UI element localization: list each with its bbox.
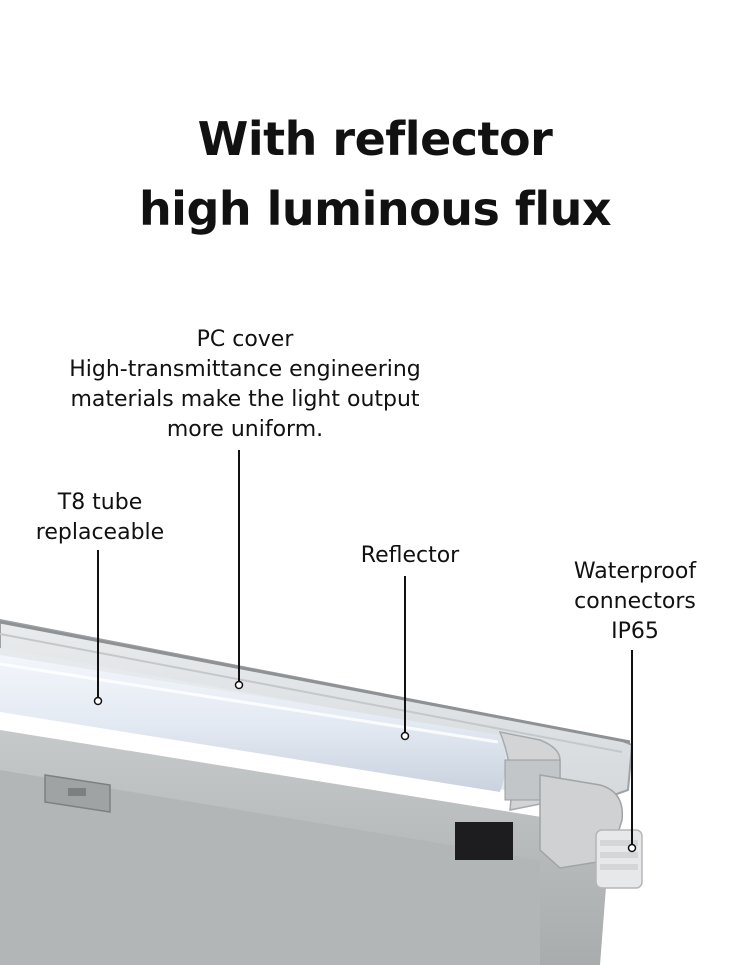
pc-cover-dot (234, 680, 244, 690)
t8-tube-title: T8 tube (57, 490, 143, 515)
t8-tube-desc: replaceable (35, 520, 165, 545)
waterproof-desc: connectors (574, 589, 696, 614)
leader-dots (93, 680, 637, 853)
leader-lines (97, 450, 633, 848)
reflector-dot (400, 731, 410, 741)
bracket-slot (68, 788, 86, 796)
pc-cover-callout: PC cover High-transmittance engineering … (40, 325, 450, 445)
tube-highlight (0, 662, 499, 744)
waterproof-rating: IP65 (611, 619, 659, 644)
waterproof-dot (627, 843, 637, 853)
reflector-title: Reflector (360, 543, 460, 568)
cover-rim (0, 620, 631, 744)
pc-cover-desc-line-2: materials make the light output (70, 387, 420, 412)
t8-tube (0, 655, 506, 792)
t8-tube-callout: T8 tube replaceable (20, 488, 180, 548)
reflector-callout: Reflector (340, 541, 480, 571)
headline-line-2: high luminous flux (138, 182, 612, 236)
pc-cover-desc-line-1: High-transmittance engineering (69, 357, 421, 382)
headline-line-1: With reflector (197, 112, 553, 166)
t8-tube-dot (93, 696, 103, 706)
cover-rim-inner (0, 633, 623, 753)
pc-cover-title: PC cover (196, 327, 294, 352)
pc-cover-desc-line-3: more uniform. (166, 417, 324, 442)
waterproof-callout: Waterproof connectors IP65 (560, 557, 710, 647)
housing-lower-face (0, 770, 540, 965)
waterproof-title: Waterproof (573, 559, 697, 584)
terminal-block (455, 822, 513, 860)
waterproof-connector (595, 829, 643, 889)
